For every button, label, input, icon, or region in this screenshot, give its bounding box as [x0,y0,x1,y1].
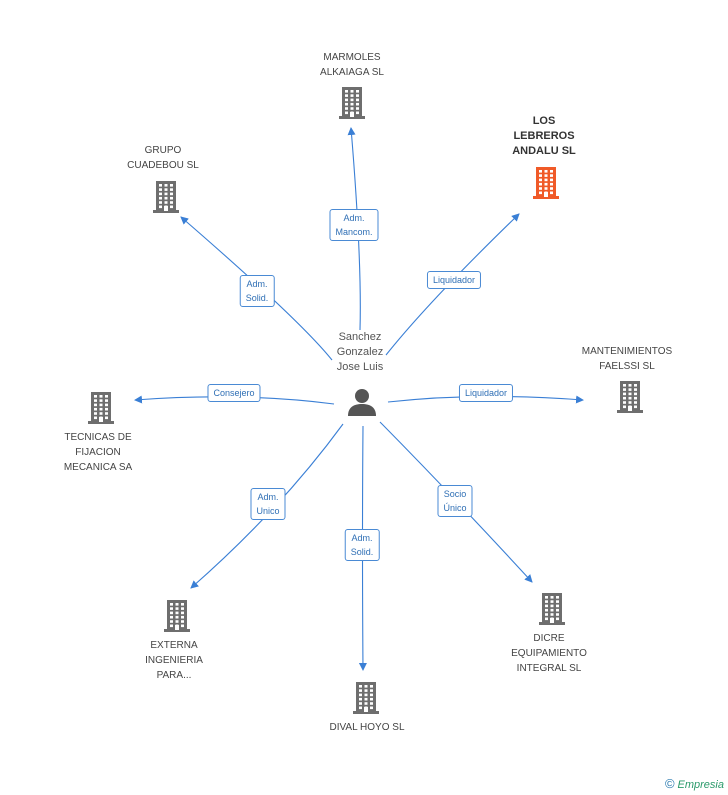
company-label-tecnicas[interactable]: TECNICAS DE FIJACION MECANICA SA [63,432,133,473]
edge-label-dicre[interactable]: Socio Único [437,485,473,517]
edge-line-cuadebou [180,216,333,361]
company-label-cuadebou[interactable]: GRUPO CUADEBOU SL [127,145,199,171]
building-icon[interactable] [531,165,561,204]
building-icon[interactable] [337,85,367,124]
edge-label-dival[interactable]: Adm. Solid. [344,529,380,561]
building-icon[interactable] [86,390,116,429]
building-icon[interactable] [162,598,192,637]
edge-line-marmoles [347,127,361,331]
edge-label-cuadebou[interactable]: Adm. Solid. [239,275,275,307]
edge-label-tecnicas[interactable]: Consejero [207,384,261,402]
company-label-dival[interactable]: DIVAL HOYO SL [329,722,405,733]
person-icon[interactable] [347,388,377,421]
empresia-logo: ©Empresia [665,776,724,791]
company-label-externa[interactable]: EXTERNA INGENIERIA PARA... [145,640,203,681]
brand-name: Empresia [677,779,724,791]
copyright-symbol: © [664,776,675,791]
edge-label-externa[interactable]: Adm. Unico [250,488,286,520]
building-icon[interactable] [615,379,645,418]
edge-label-mantenimientos[interactable]: Liquidador [458,384,514,402]
edge-label-lebreros[interactable]: Liquidador [426,271,482,289]
person-name[interactable]: Sanchez Gonzalez Jose Luis [336,331,384,373]
building-icon[interactable] [151,179,181,218]
building-icon[interactable] [351,680,381,719]
company-label-dicre[interactable]: DICRE EQUIPAMIENTO INTEGRAL SL [511,633,587,674]
company-label-lebreros[interactable]: LOS LEBREROS ANDALU SL [512,115,576,157]
company-label-marmoles[interactable]: MARMOLES ALKAIAGA SL [320,52,384,78]
building-icon[interactable] [537,591,567,630]
company-label-mantenimientos[interactable]: MANTENIMIENTOS FAELSSI SL [581,346,673,372]
edge-label-marmoles[interactable]: Adm. Mancom. [329,209,379,241]
edge-line-lebreros [385,213,520,356]
